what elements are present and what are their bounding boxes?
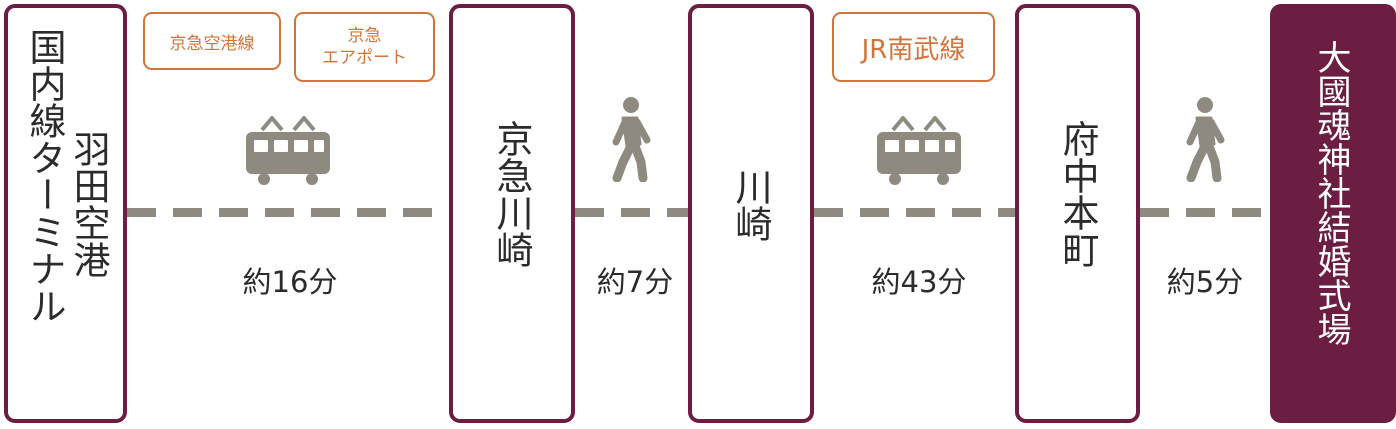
station-keikyu-kawasaki: 京急川崎 [449, 4, 575, 423]
line-label-jr-nambu: JR南武線 [832, 12, 995, 82]
station-kawasaki: 川崎 [688, 4, 814, 423]
line-label-text: JR南武線 [861, 34, 966, 65]
route-segment-3 [814, 208, 1015, 217]
route-segment-2 [575, 208, 688, 217]
walk-icon [612, 97, 651, 182]
duration-label: 約5分 [1166, 265, 1244, 299]
station-name: 川崎 [729, 168, 772, 242]
station-fuchu-hommachi: 府中本町 [1015, 4, 1140, 423]
duration-label: 約43分 [871, 265, 967, 299]
line-label-text-2: エアポート [322, 48, 407, 68]
line-label-text: 京急空港線 [169, 33, 255, 54]
station-haneda-domestic: 国内線ターミナル 羽田空港 [4, 4, 127, 423]
route-segment-4 [1140, 208, 1270, 217]
duration-label: 約16分 [242, 265, 338, 299]
station-name: 府中本町 [1056, 120, 1099, 268]
train-icon [246, 116, 330, 185]
station-name: 大國魂神社結婚式場 [1311, 40, 1351, 346]
walk-icon [1186, 97, 1225, 182]
station-name-col1: 国内線ターミナル [23, 28, 66, 324]
line-label-keikyu-airport: 京急 エアポート [294, 12, 435, 82]
duration-label: 約7分 [596, 265, 674, 299]
route-segment-1 [127, 208, 449, 217]
station-name: 京急川崎 [490, 120, 533, 268]
line-label-keikyu-airport-line: 京急空港線 [143, 12, 281, 70]
line-label-text-1: 京急 [347, 26, 382, 46]
train-icon [877, 116, 961, 185]
station-name-col2: 羽田空港 [67, 130, 110, 278]
station-okunitama-wedding-hall: 大國魂神社結婚式場 [1270, 4, 1396, 423]
